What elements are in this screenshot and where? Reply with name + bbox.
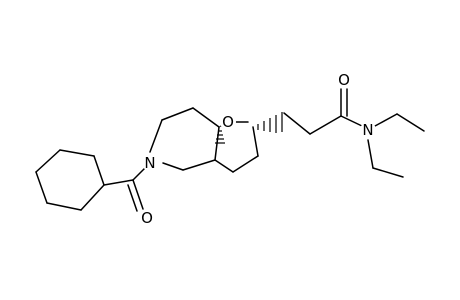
atom-ring-oxygen: O bbox=[220, 113, 236, 131]
bond bbox=[252, 126, 259, 157]
piperidine-ring bbox=[149, 107, 220, 171]
bond bbox=[127, 184, 138, 212]
bond bbox=[396, 113, 425, 132]
bond bbox=[80, 184, 105, 211]
bond bbox=[283, 112, 311, 135]
atom-label-o-ring: O bbox=[222, 113, 234, 131]
bond bbox=[309, 115, 342, 135]
atom-label-o-carbonyl-1: O bbox=[141, 209, 153, 227]
atom-piperidine-nitrogen: N bbox=[142, 154, 158, 172]
stereo-hash-c2 bbox=[257, 112, 283, 133]
atom-label-o-carbonyl-2: O bbox=[338, 71, 350, 89]
bond bbox=[35, 171, 48, 204]
bond bbox=[162, 162, 184, 171]
atom-carbonyl-oxygen-amide: O bbox=[336, 71, 352, 89]
bond bbox=[161, 107, 194, 121]
bond bbox=[149, 119, 163, 153]
bond bbox=[103, 179, 134, 186]
atom-amide-nitrogen: N bbox=[360, 121, 376, 139]
bond bbox=[46, 202, 82, 211]
stereo-hash-spiro bbox=[215, 130, 225, 144]
carbonyl-double-bond-1 bbox=[127, 179, 144, 212]
atom-label-n-piperidine: N bbox=[144, 154, 155, 172]
bond bbox=[132, 179, 144, 210]
bond bbox=[182, 159, 216, 171]
carbonyl-double-bond-2 bbox=[340, 88, 348, 117]
bond bbox=[59, 149, 95, 157]
bond bbox=[372, 167, 404, 178]
bond bbox=[232, 155, 259, 173]
bond bbox=[35, 149, 61, 173]
bond bbox=[374, 113, 398, 127]
bond bbox=[93, 155, 105, 186]
bond bbox=[192, 107, 220, 128]
bond bbox=[340, 115, 363, 127]
cyclohexyl-ring bbox=[35, 149, 105, 211]
atom-carbonyl-oxygen-cyclohexyl: O bbox=[139, 209, 155, 227]
bond bbox=[214, 159, 234, 173]
atom-label-n-amide: N bbox=[362, 121, 373, 139]
bond bbox=[367, 139, 374, 169]
